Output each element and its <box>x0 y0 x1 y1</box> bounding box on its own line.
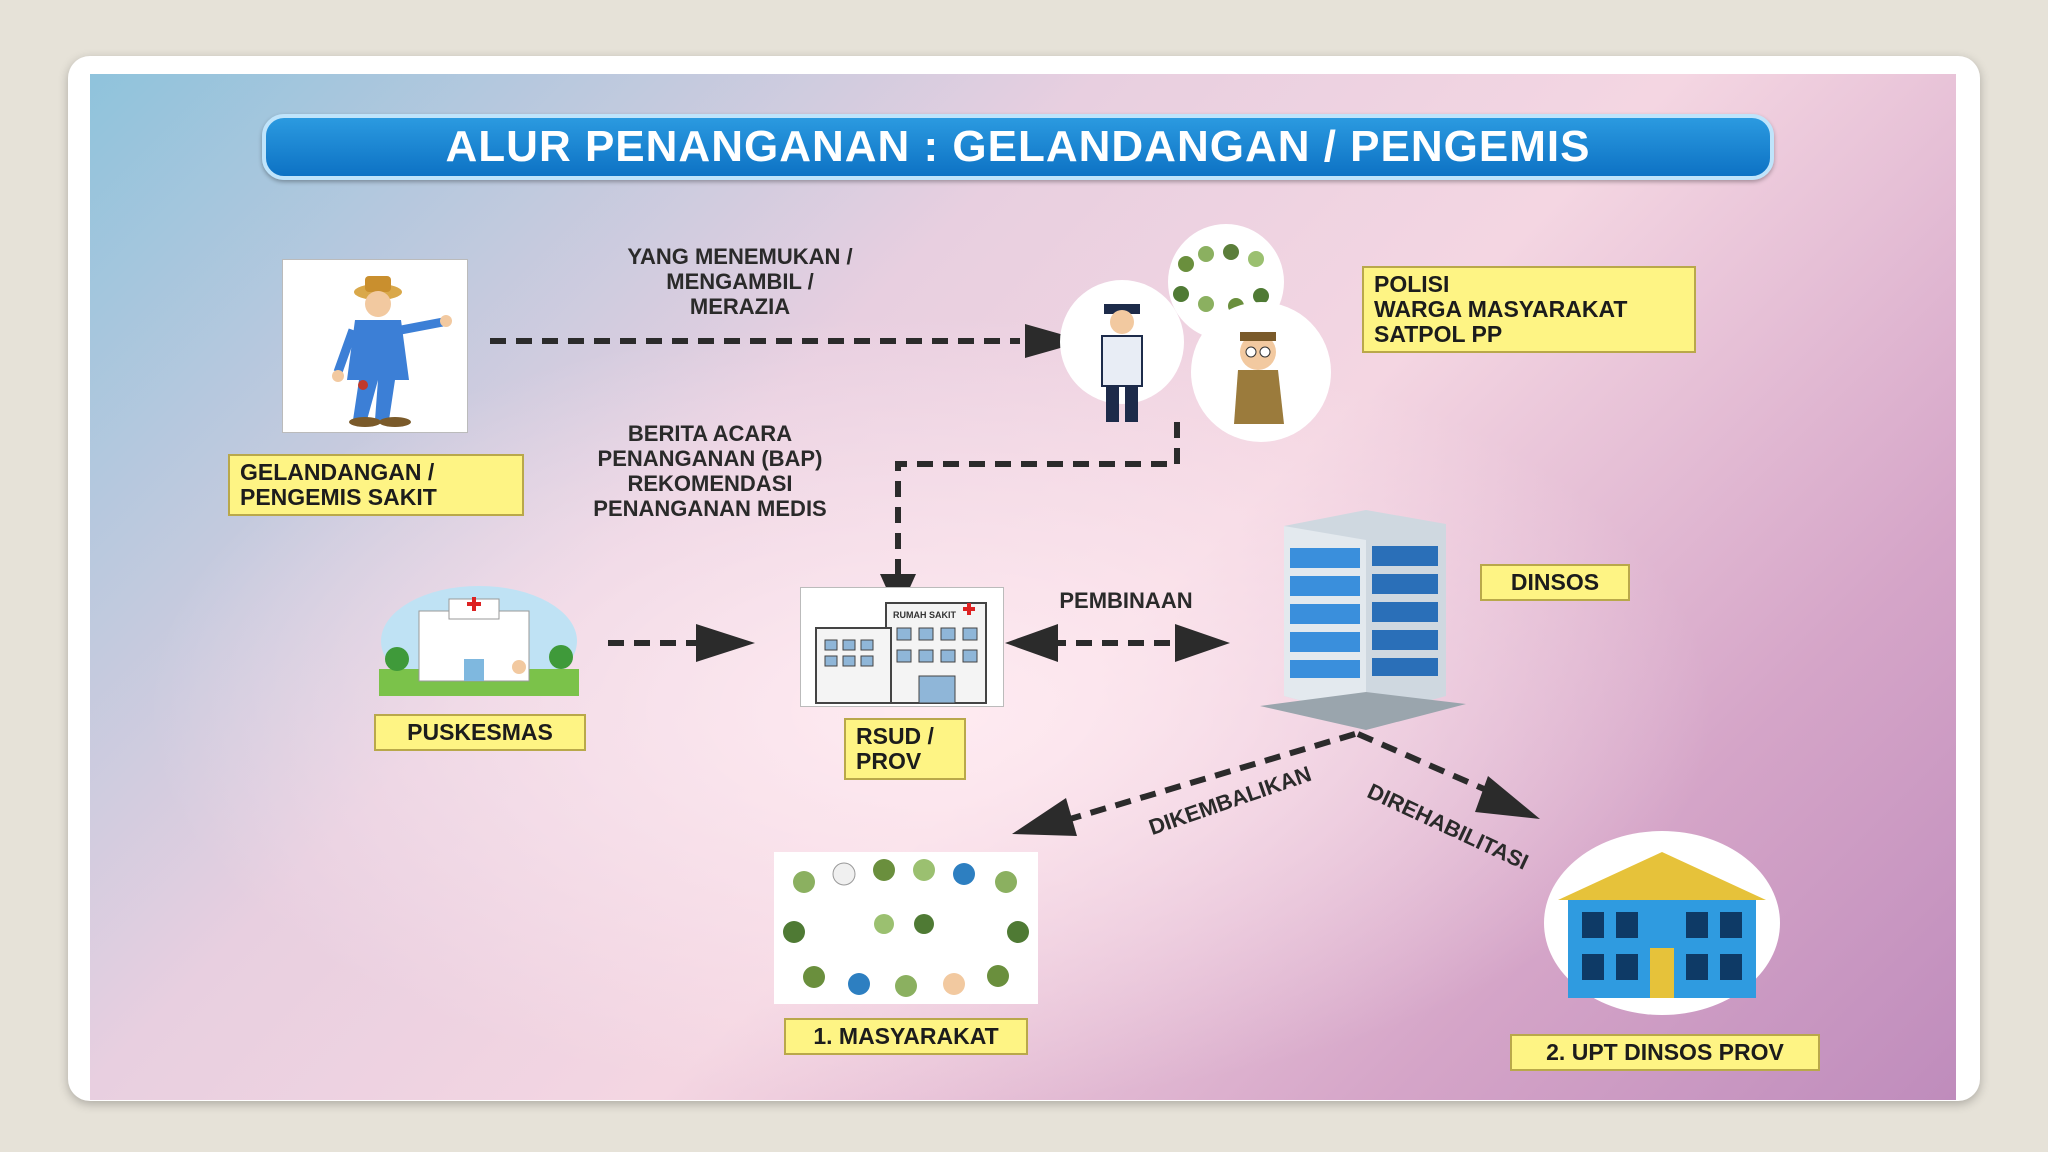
people-group-icon <box>783 859 1029 997</box>
arrowhead-find <box>1025 324 1085 358</box>
arrowhead-puskesmas <box>696 624 755 662</box>
text-pembinaan: PEMBINAAN <box>1059 588 1193 613</box>
flow-diagram-slide: ALUR PENANGANAN : GELANDANGAN / PENGEMIS <box>90 74 1956 1100</box>
diagram-title: ALUR PENANGANAN : GELANDANGAN / PENGEMIS <box>262 114 1774 180</box>
text-find: YANG MENEMUKAN / MENGAMBIL / MERAZIA <box>627 244 853 319</box>
label-puskesmas: PUSKESMAS <box>374 714 586 751</box>
label-sick-homeless: GELANDANGAN / PENGEMIS SAKIT <box>228 454 524 516</box>
crowd-icon <box>1173 244 1269 314</box>
community-image <box>774 852 1038 1004</box>
upt-building-image <box>1542 830 1782 1016</box>
text-bap: BERITA ACARA PENANGANAN (BAP) REKOMENDAS… <box>593 421 827 521</box>
rsud-hospital-image: RUMAH SAKIT <box>800 587 1004 707</box>
dinsos-building-image <box>1256 506 1476 734</box>
puskesmas-image <box>379 581 579 696</box>
arrowhead-direhabilitasi <box>1475 776 1540 819</box>
police-icon <box>1101 304 1143 422</box>
arrowhead-dikembalikan <box>1012 798 1077 836</box>
label-rsud: RSUD / PROV <box>844 718 966 780</box>
arrowhead-pembinaan-right <box>1175 624 1230 662</box>
arrow-dikembalikan <box>1069 731 1356 822</box>
label-finders: POLISI WARGA MASYARAKAT SATPOL PP <box>1362 266 1696 353</box>
arrowhead-pembinaan-left <box>1005 624 1058 662</box>
arrow-bap <box>895 422 1180 574</box>
satpol-icon <box>1234 332 1284 424</box>
finders-image <box>1046 224 1346 464</box>
label-dinsos: DINSOS <box>1480 564 1630 601</box>
homeless-person-image <box>282 259 468 433</box>
label-masyarakat: 1. MASYARAKAT <box>784 1018 1028 1055</box>
label-upt-dinsos-prov: 2. UPT DINSOS PROV <box>1510 1034 1820 1071</box>
hospital-sign: RUMAH SAKIT <box>893 610 956 620</box>
